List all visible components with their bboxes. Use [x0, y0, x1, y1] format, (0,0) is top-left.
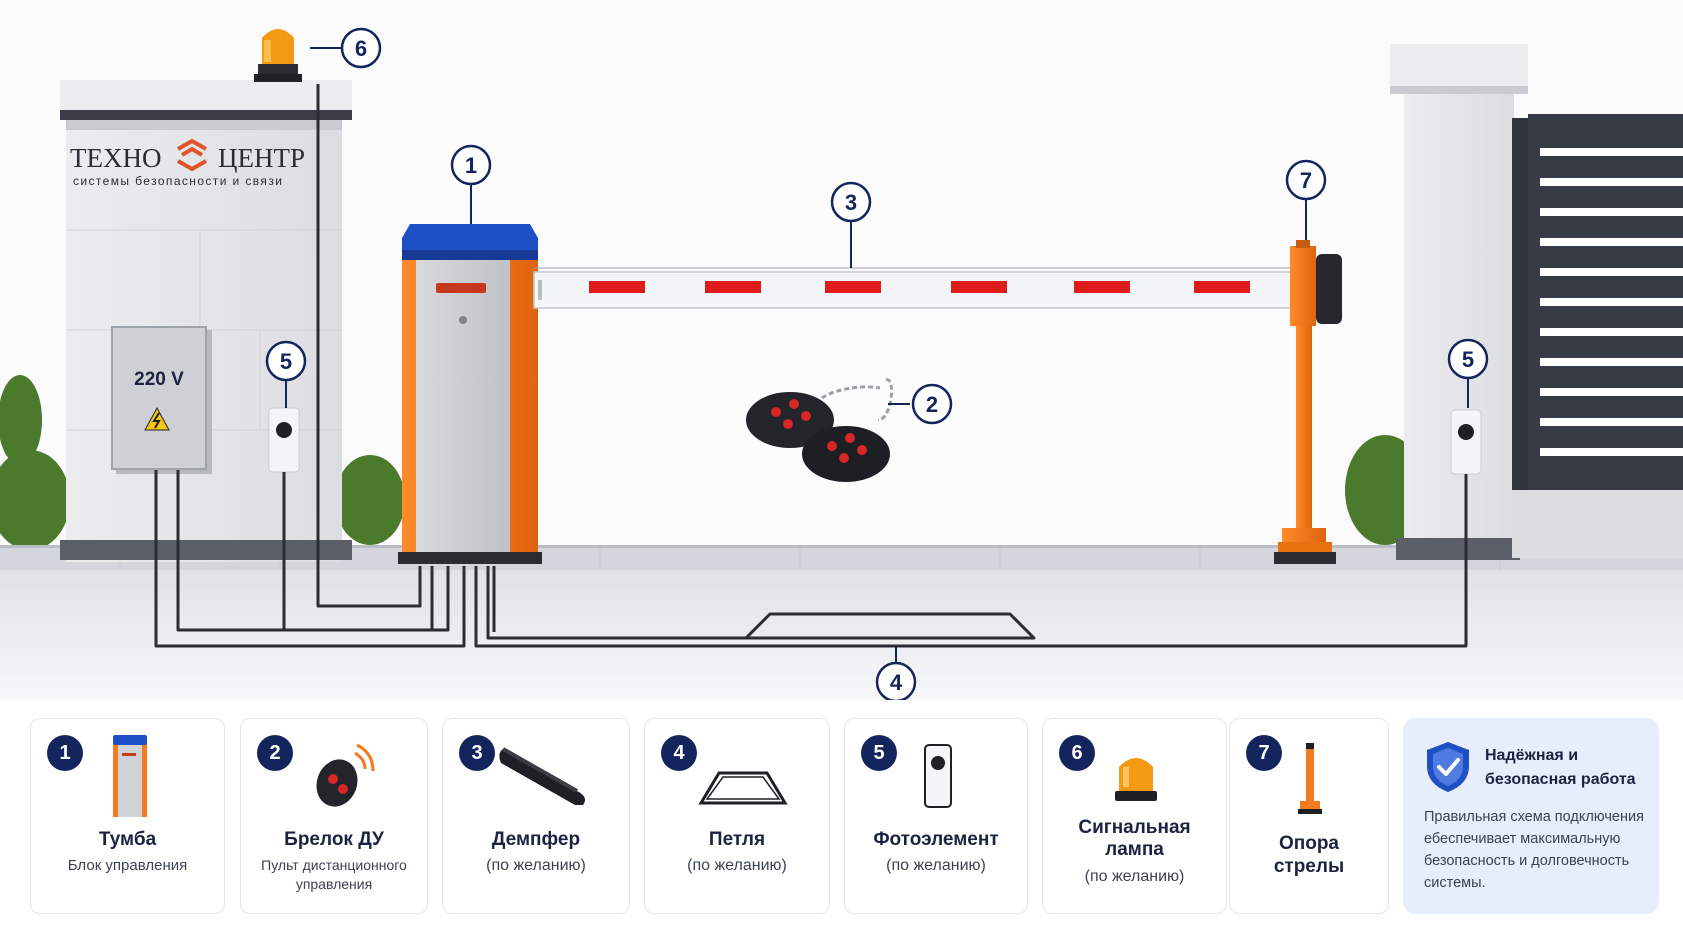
legend-subtitle-l2: управления	[295, 876, 373, 892]
legend-number: 2	[257, 735, 293, 771]
legend-card-lamp: 6 Сигнальная лампа (по желанию)	[1042, 718, 1227, 914]
high-voltage-icon	[144, 406, 170, 431]
callout-1: 1	[450, 144, 492, 186]
callout-7: 7	[1285, 159, 1327, 201]
callouts: 6 1 3 7 2 5 5 4	[265, 27, 1489, 700]
svg-text:4: 4	[890, 670, 903, 695]
legend-subtitle: (по желанию)	[1084, 868, 1185, 885]
legend-card-loop: 4 Петля (по желанию)	[644, 718, 830, 914]
callout-2: 2	[911, 383, 953, 425]
legend-card-cabinet: 1 Тумба Блок управления	[30, 718, 225, 914]
remote-fobs	[746, 378, 893, 482]
boom-arm	[533, 267, 1295, 309]
shield-check-icon	[1427, 742, 1469, 792]
fence	[1512, 114, 1683, 558]
legend-number: 5	[861, 735, 897, 771]
brand-name-left: ТЕХНО	[70, 143, 161, 173]
wiring	[154, 84, 1468, 648]
svg-text:7: 7	[1300, 168, 1312, 193]
legend-number: 4	[661, 735, 697, 771]
legend-title-l2: стрелы	[1273, 856, 1345, 877]
boom-support-icon	[1298, 743, 1322, 814]
info-heading: Надёжная и безопасная работа	[1485, 747, 1636, 788]
right-pillar	[1390, 44, 1528, 560]
photocell-icon	[924, 744, 952, 808]
svg-text:5: 5	[1462, 347, 1474, 372]
legend-title: Петля	[708, 829, 766, 850]
info-text: Правильная схема подключения ебеспечивае…	[1424, 809, 1644, 891]
svg-text:5: 5	[280, 349, 292, 374]
barrier-installation-scene: ТЕХНО ЦЕНТР системы безопасности и связи…	[0, 27, 1683, 700]
callout-3: 3	[830, 181, 872, 223]
remote-fob-icon	[316, 743, 375, 807]
induction-loop-icon	[698, 771, 788, 805]
barrier-cabinet	[398, 224, 542, 564]
boom-support	[1274, 240, 1342, 564]
callout-4: 4	[875, 661, 917, 700]
voltage-label: 220 V	[134, 369, 184, 390]
legend-card-remote: 2 Брелок ДУ Пульт дистанционного управле…	[240, 718, 428, 914]
damper-icon	[499, 747, 585, 805]
cabinet-icon	[113, 735, 147, 817]
legend-card-damper: 3 Демпфер (по желанию)	[442, 718, 630, 914]
photocell-left	[268, 407, 300, 473]
legend-number: 1	[47, 735, 83, 771]
legend-subtitle: (по желанию)	[687, 857, 787, 874]
legend-number: 7	[1246, 735, 1282, 771]
svg-text:6: 6	[355, 36, 367, 61]
electrical-box: 220 V	[111, 326, 212, 474]
signal-lamp	[254, 29, 302, 82]
legend-card-photocell: 5 Фотоэлемент (по желанию)	[844, 718, 1028, 914]
legend-title-l1: Сигнальная	[1078, 817, 1191, 838]
svg-text:1: 1	[465, 153, 477, 178]
legend-title: Демпфер	[491, 829, 581, 850]
legend-subtitle: Блок управления	[67, 857, 188, 874]
legend-subtitle-l1: Пульт дистанционного	[261, 857, 407, 873]
legend-title-l1: Опора	[1278, 833, 1340, 854]
legend-title: Тумба	[98, 829, 157, 850]
brand-logo: ТЕХНО ЦЕНТР системы безопасности и связи	[70, 139, 305, 188]
photocell-right	[1450, 409, 1482, 475]
legend-subtitle: (по желанию)	[486, 857, 586, 874]
svg-text:3: 3	[845, 190, 857, 215]
brand-emblem	[177, 139, 207, 171]
brand-name-right: ЦЕНТР	[218, 143, 305, 173]
brand-tagline: системы безопасности и связи	[73, 174, 283, 188]
info-panel: Надёжная и безопасная работа Правильная …	[1403, 718, 1659, 914]
callout-6: 6	[340, 27, 382, 69]
callout-5-left: 5	[265, 340, 307, 382]
svg-text:2: 2	[926, 392, 938, 417]
callout-5-right: 5	[1447, 338, 1489, 380]
legend-card-support: 7 Опора стрелы	[1229, 718, 1389, 914]
legend-number: 6	[1059, 735, 1095, 771]
legend-title: Брелок ДУ	[284, 829, 384, 850]
legend-title-l2: лампа	[1105, 839, 1164, 860]
legend-number: 3	[459, 735, 495, 771]
signal-lamp-icon	[1115, 758, 1157, 801]
legend-title: Фотоэлемент	[873, 829, 999, 850]
legend-subtitle: (по желанию)	[886, 857, 986, 874]
